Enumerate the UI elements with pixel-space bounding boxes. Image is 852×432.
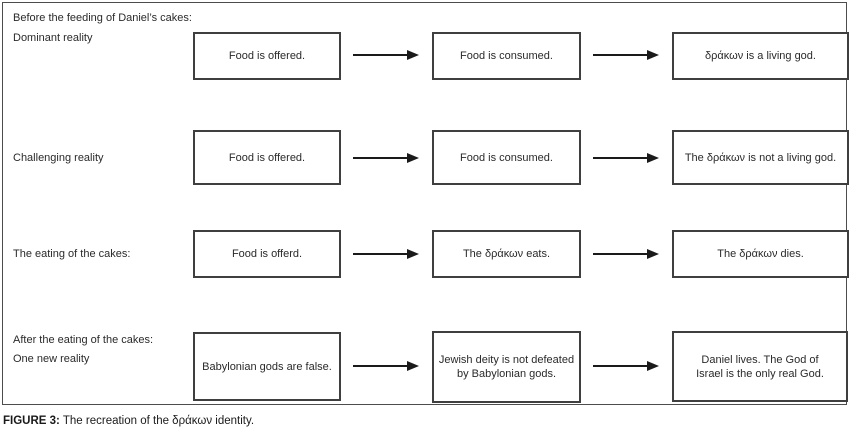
flow-box-row4-col3: Daniel lives. The God of Israel is the o… xyxy=(672,331,848,402)
figure-caption-number: FIGURE 3: xyxy=(3,415,60,427)
arrow-right-icon xyxy=(592,247,660,261)
row4-label: One new reality xyxy=(13,353,90,365)
arrow-right-icon xyxy=(592,151,660,165)
row2-label: Challenging reality xyxy=(13,152,104,164)
flow-box-row3-col3: The δράκων dies. xyxy=(672,230,849,278)
flow-box-row2-col3: The δράκων is not a living god. xyxy=(672,130,849,185)
figure-caption-text: The recreation of the δράκων identity. xyxy=(62,415,255,427)
flow-box-row1-col3: δράκων is a living god. xyxy=(672,32,849,80)
row1-label: Dominant reality xyxy=(13,32,93,44)
flow-box-row2-col2: Food is consumed. xyxy=(432,130,581,185)
flow-box-row1-col2: Food is consumed. xyxy=(432,32,581,80)
flow-box-row2-col1: Food is offered. xyxy=(193,130,341,185)
row4-heading: After the eating of the cakes: xyxy=(13,334,154,346)
flow-box-row3-col1: Food is offerd. xyxy=(193,230,341,278)
flow-box-row3-col2: The δράκων eats. xyxy=(432,230,581,278)
arrow-right-icon xyxy=(592,48,660,62)
flow-box-row1-col1: Food is offered. xyxy=(193,32,341,80)
arrow-right-icon xyxy=(592,359,660,373)
figure-frame: Before the feeding of Daniel’s cakes: Do… xyxy=(2,2,849,405)
arrow-right-icon xyxy=(352,247,420,261)
arrow-right-icon xyxy=(352,359,420,373)
arrow-right-icon xyxy=(352,48,420,62)
arrow-right-icon xyxy=(352,151,420,165)
row1-heading: Before the feeding of Daniel’s cakes: xyxy=(13,12,192,24)
figure-caption: FIGURE 3: The recreation of the δράκων i… xyxy=(3,414,254,429)
row3-label: The eating of the cakes: xyxy=(13,248,131,260)
flow-box-row4-col1: Babylonian gods are false. xyxy=(193,332,341,401)
flow-box-row4-col2: Jewish deity is not defeated by Babyloni… xyxy=(432,331,581,403)
